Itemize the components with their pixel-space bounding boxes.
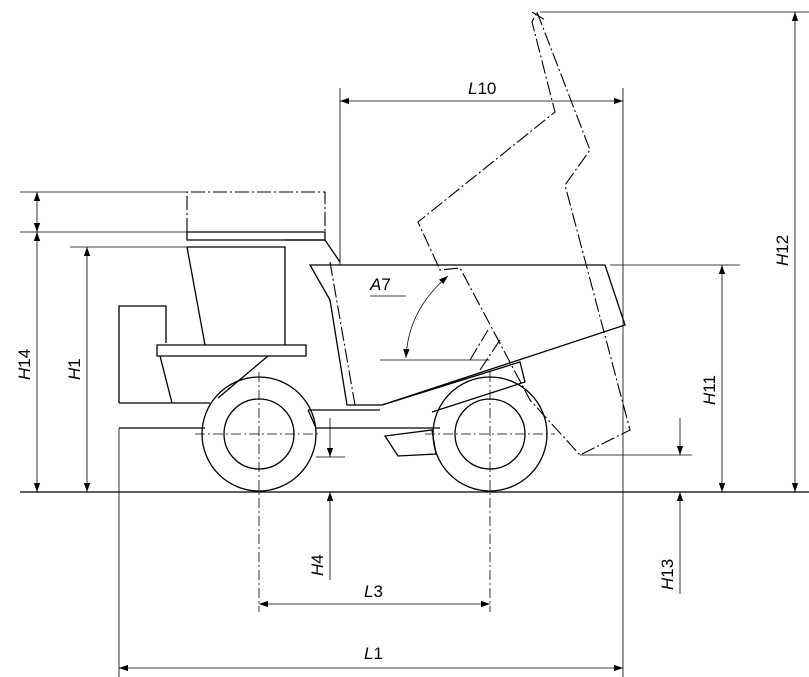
engine-block (118, 305, 167, 403)
raised-dump-body (417, 10, 631, 456)
dump-body (308, 264, 626, 406)
dimension-H1-label: H1 (65, 358, 84, 380)
extension-lines (20, 11, 809, 677)
cab (186, 246, 286, 346)
dimension-H13-label: H13 (658, 559, 677, 590)
frame-rail-middle (307, 409, 440, 429)
cab-roof (186, 231, 326, 241)
hoist-cylinder (469, 329, 501, 371)
dimension-H14-label: H14 (15, 349, 34, 380)
dimension-H11-label: H11 (700, 375, 719, 405)
dimension-L3-label: L3 (364, 582, 383, 601)
dimension-L1-label: L1 (364, 644, 383, 663)
dimension-H12-label: H12 (773, 235, 792, 266)
raised-body-tip (531, 11, 546, 21)
dimension-L10-label: L10 (468, 79, 496, 98)
dimension-H4-label: H4 (308, 554, 327, 576)
truck-outline (118, 191, 626, 457)
frame-rail-rear (119, 402, 210, 429)
rops-outline (186, 191, 326, 232)
dump-body-floor (381, 361, 526, 413)
deck-supports (159, 355, 269, 404)
hoist-line (329, 261, 356, 406)
dimension-A7-label: A7 (369, 275, 391, 294)
deck-platform (156, 344, 307, 357)
dimension-A7-arc (403, 275, 449, 359)
canopy-edge (285, 239, 341, 263)
